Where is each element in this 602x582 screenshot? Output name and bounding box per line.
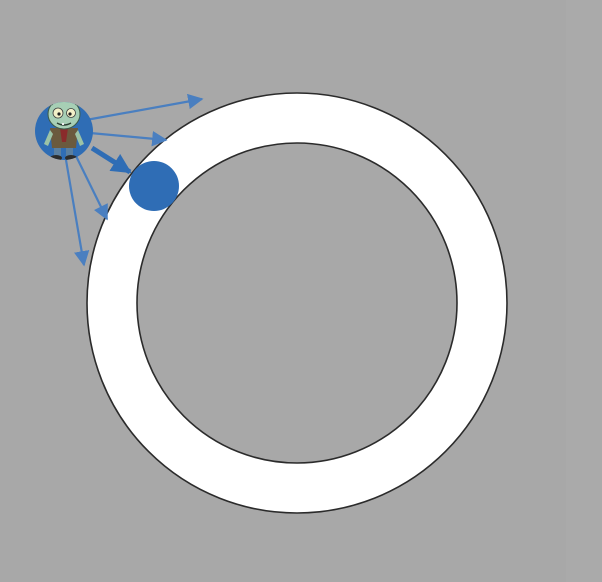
- direction-arrows: [64, 93, 204, 267]
- ring-track: [86, 92, 508, 514]
- zombie-icon: [44, 102, 84, 160]
- direction-arrow: [64, 159, 90, 267]
- ring-inner-edge: [136, 142, 458, 464]
- agent-marker: [35, 102, 93, 160]
- direction-arrow: [89, 131, 168, 147]
- direction-arrow: [85, 93, 204, 122]
- canvas-right-band: [566, 0, 602, 582]
- chosen-direction-arrow: [90, 145, 132, 175]
- target-position-marker: [129, 161, 179, 211]
- direction-arrow: [75, 155, 108, 221]
